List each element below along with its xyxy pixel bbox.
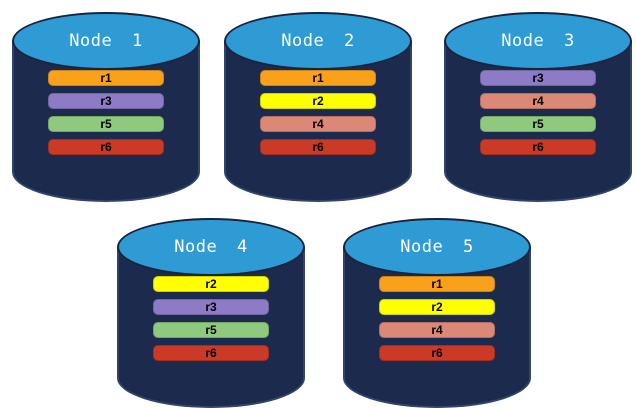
- node-3-cylinder-top: Node 3: [444, 12, 632, 70]
- node-1-replica-bar-1: r1: [48, 70, 164, 86]
- node-1-replica-bar-2: r3: [48, 93, 164, 109]
- node-4-replica-bar-4: r6: [153, 345, 269, 361]
- node-5-replica-bar-2: r2: [379, 299, 495, 315]
- node-2: Node 2 r1 r2 r4 r6: [224, 12, 412, 202]
- node-2-replica-bar-3: r4: [260, 116, 376, 132]
- node-5-replica-list: r1 r2 r4 r6: [379, 276, 495, 361]
- node-3-replica-bar-1: r3: [480, 70, 596, 86]
- node-4-label: Node 4: [174, 237, 248, 257]
- node-3-replica-bar-4: r6: [480, 139, 596, 155]
- node-2-replica-bar-1: r1: [260, 70, 376, 86]
- node-3: Node 3 r3 r4 r5 r6: [444, 12, 632, 202]
- node-2-replica-bar-4: r6: [260, 139, 376, 155]
- node-3-label: Node 3: [501, 31, 575, 51]
- node-1-label: Node 1: [69, 31, 143, 51]
- node-4-replica-bar-3: r5: [153, 322, 269, 338]
- node-3-replica-bar-3: r5: [480, 116, 596, 132]
- node-2-cylinder-top: Node 2: [224, 12, 412, 70]
- node-1-replica-list: r1 r3 r5 r6: [48, 70, 164, 155]
- node-1-replica-bar-4: r6: [48, 139, 164, 155]
- node-3-replica-bar-2: r4: [480, 93, 596, 109]
- node-5-label: Node 5: [400, 237, 474, 257]
- node-5-replica-bar-1: r1: [379, 276, 495, 292]
- node-2-label: Node 2: [281, 31, 355, 51]
- node-1-cylinder-top: Node 1: [12, 12, 200, 70]
- node-5: Node 5 r1 r2 r4 r6: [343, 218, 531, 408]
- node-2-replica-list: r1 r2 r4 r6: [260, 70, 376, 155]
- node-4-replica-bar-1: r2: [153, 276, 269, 292]
- node-4-replica-bar-2: r3: [153, 299, 269, 315]
- node-4: Node 4 r2 r3 r5 r6: [117, 218, 305, 408]
- node-4-cylinder-top: Node 4: [117, 218, 305, 276]
- node-5-replica-bar-3: r4: [379, 322, 495, 338]
- node-5-replica-bar-4: r6: [379, 345, 495, 361]
- node-2-replica-bar-2: r2: [260, 93, 376, 109]
- node-3-replica-list: r3 r4 r5 r6: [480, 70, 596, 155]
- node-4-replica-list: r2 r3 r5 r6: [153, 276, 269, 361]
- node-1-replica-bar-3: r5: [48, 116, 164, 132]
- node-5-cylinder-top: Node 5: [343, 218, 531, 276]
- node-1: Node 1 r1 r3 r5 r6: [12, 12, 200, 202]
